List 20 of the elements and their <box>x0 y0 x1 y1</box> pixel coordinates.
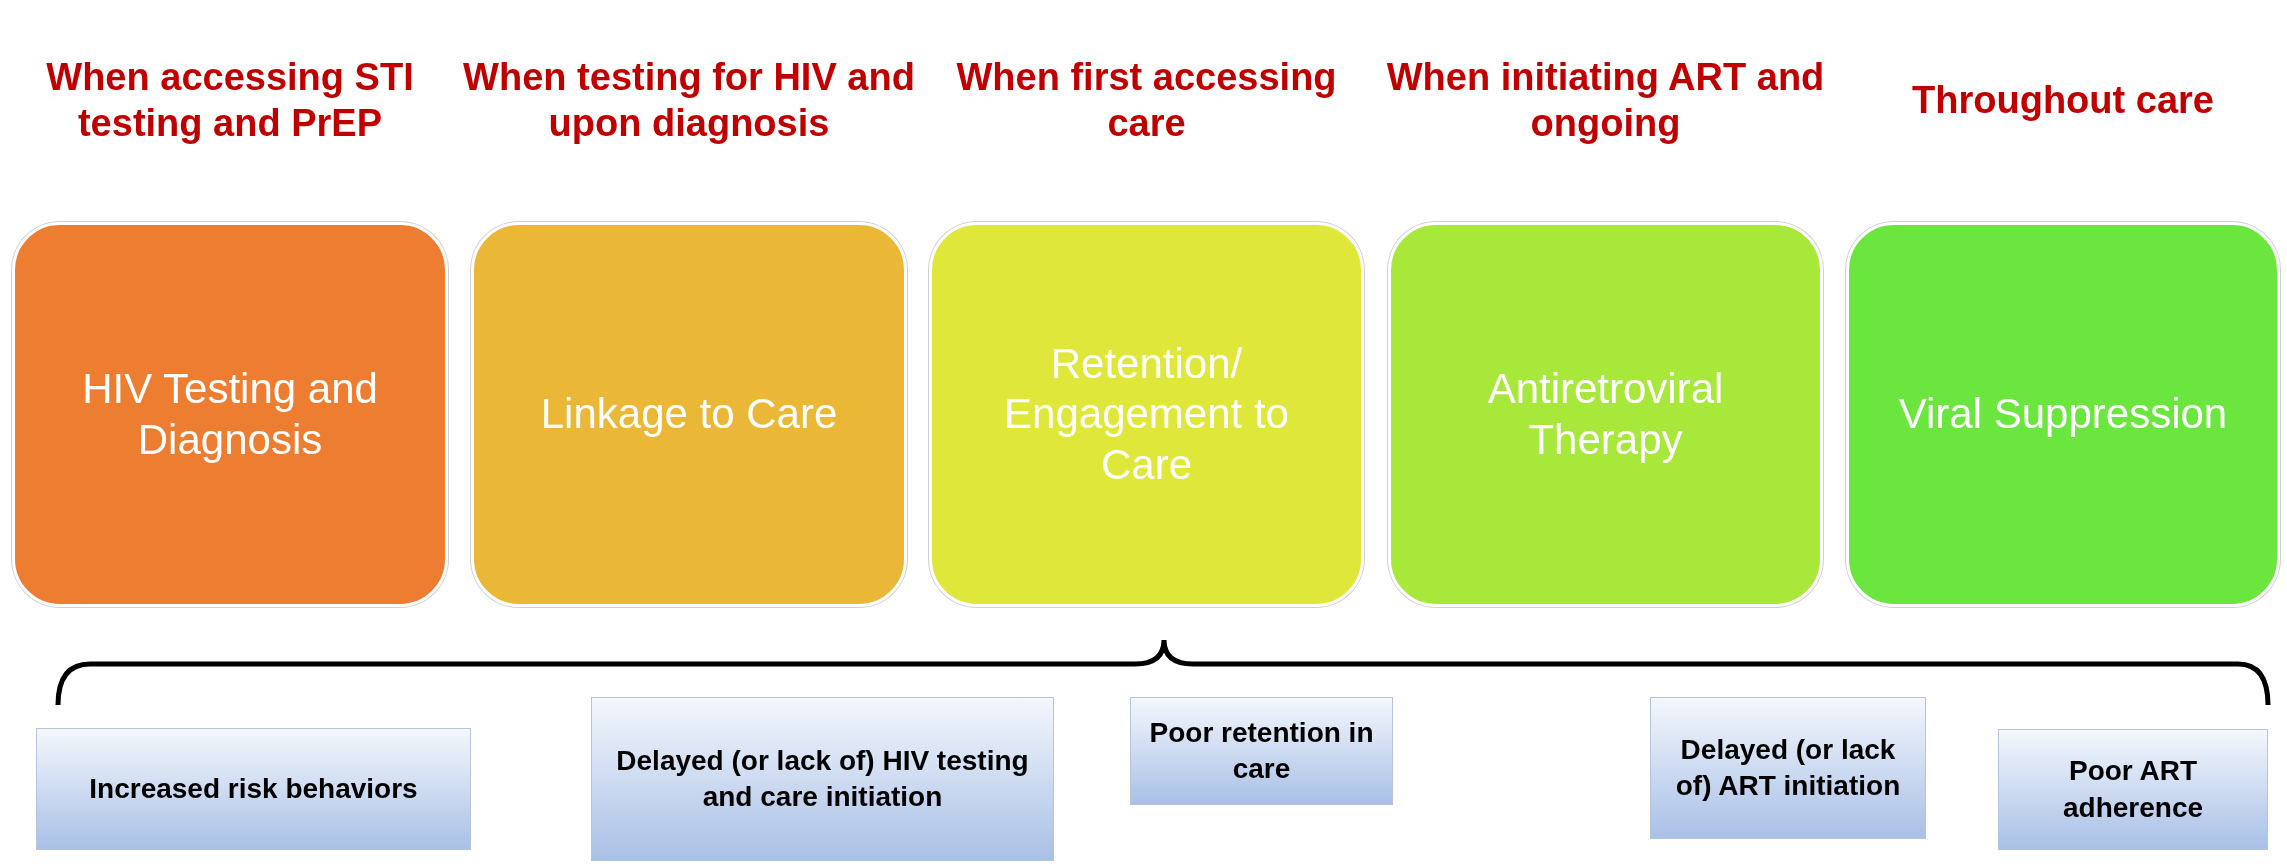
barrier-box <box>36 728 471 850</box>
stage-heading: When first accessing care <box>955 54 1338 146</box>
barrier-box <box>1650 697 1926 839</box>
stage-heading: When accessing STI testing and PrEP <box>45 54 415 146</box>
stage-heading: Throughout care <box>1912 77 2214 123</box>
stage-label: Viral Suppression <box>1898 389 2228 440</box>
barrier-box <box>1130 697 1393 805</box>
barrier-text: Poor ART adherence <box>2061 754 2205 825</box>
stage-heading: When testing for HIV and upon diagnosis <box>462 54 916 146</box>
barrier-box <box>1998 729 2268 850</box>
stage-heading: When initiating ART and ongoing <box>1385 54 1826 146</box>
barrier-text: Poor retention in care <box>1148 715 1375 786</box>
stage-label: HIV Testing and Diagnosis <box>81 364 379 465</box>
barrier-text: Increased risk behaviors <box>89 771 418 806</box>
stage-label: Antiretroviral Therapy <box>1486 364 1725 465</box>
stage-label: Linkage to Care <box>540 389 838 440</box>
barrier-box <box>591 697 1054 861</box>
barrier-text: Delayed (or lack of) HIV testing and care initiation <box>615 743 1030 814</box>
stage-label: Retention/ Engagement to Care <box>1003 338 1290 490</box>
barrier-text: Delayed (or lack of) ART initiation <box>1674 732 1902 803</box>
